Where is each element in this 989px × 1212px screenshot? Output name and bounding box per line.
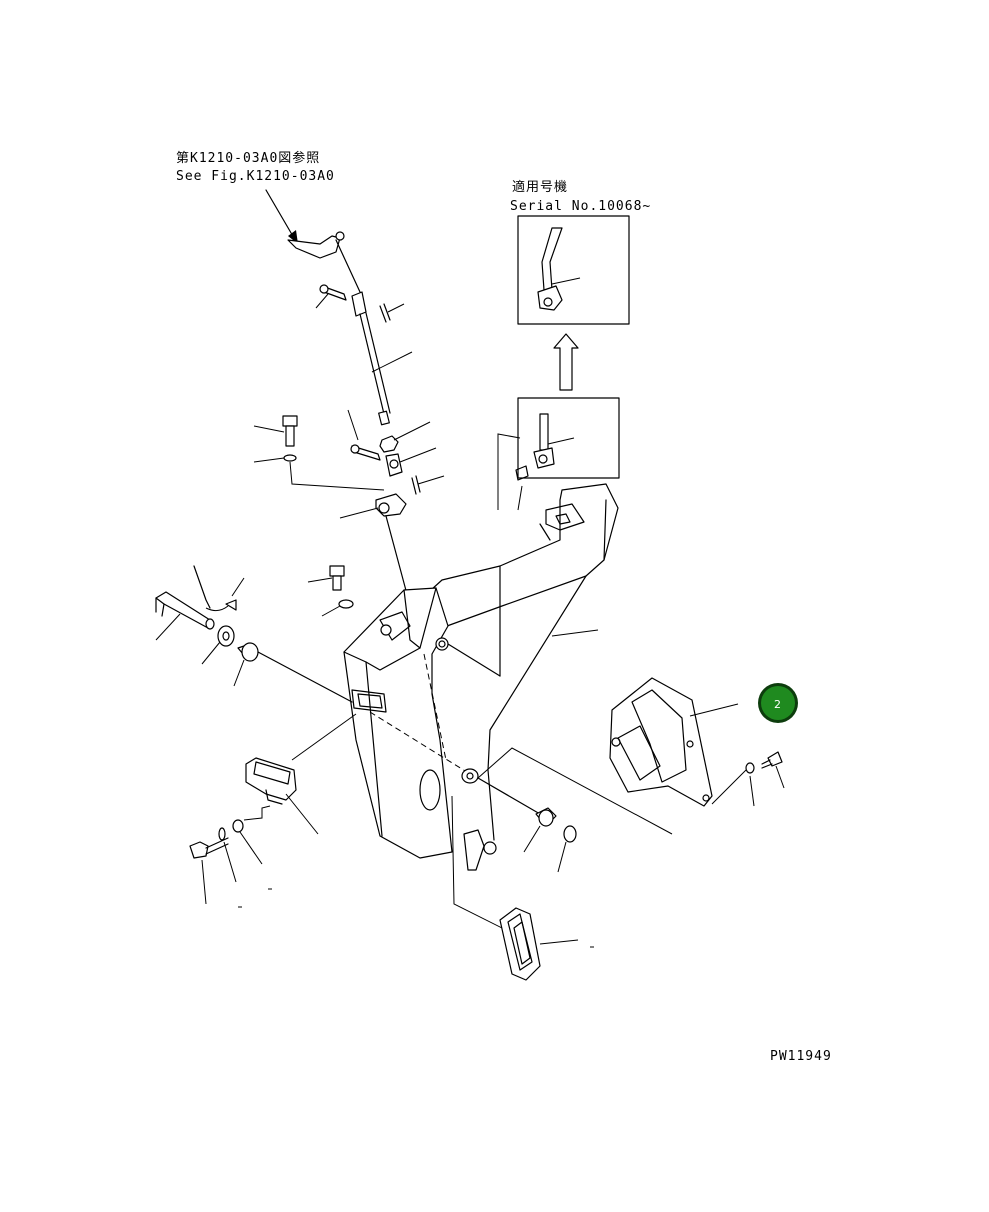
see-fig-japanese: 第K1210-03A0図参照 — [176, 150, 320, 166]
pedal-frame — [419, 483, 619, 841]
hinge-pin-left — [155, 565, 245, 641]
washer-left — [253, 454, 385, 491]
badge-number: 2 — [774, 698, 781, 711]
callout-badge[interactable]: 2 — [758, 683, 798, 723]
pedal-pad-left — [245, 713, 357, 835]
serial-japanese: 適用号機 — [512, 179, 568, 195]
clevis-pin-middle — [347, 409, 445, 495]
drawing-id: PW11949 — [770, 1049, 832, 1064]
clevis-lower — [451, 795, 511, 933]
pedal-pad-right — [499, 907, 579, 981]
pedal-support-box — [343, 587, 501, 859]
serial-inset-top — [517, 215, 630, 325]
bolt-upper — [307, 565, 345, 591]
bushing-right — [461, 747, 673, 873]
serial-inset-bottom — [497, 397, 620, 510]
reference-arrow — [265, 189, 298, 244]
clevis-pin-top — [315, 284, 347, 309]
nut — [379, 421, 431, 453]
label-marks — [238, 888, 594, 948]
washer-lower-left-1 — [218, 827, 237, 883]
washer-upper — [321, 599, 354, 617]
top-bracket — [287, 231, 361, 293]
bolt-left — [253, 415, 298, 447]
bolt-lower-left — [189, 837, 229, 905]
washer-lower-left-2 — [232, 805, 271, 865]
see-fig-english: See Fig.K1210-03A0 — [176, 169, 335, 184]
bolt-right — [711, 751, 785, 807]
serial-english: Serial No.10068~ — [510, 199, 651, 214]
cover-plate — [609, 677, 739, 807]
dowel-pin — [515, 465, 529, 511]
washer-bushing-left — [201, 625, 353, 703]
upgrade-arrow — [553, 333, 579, 391]
lever-bracket — [339, 493, 409, 599]
control-rod — [351, 291, 413, 426]
